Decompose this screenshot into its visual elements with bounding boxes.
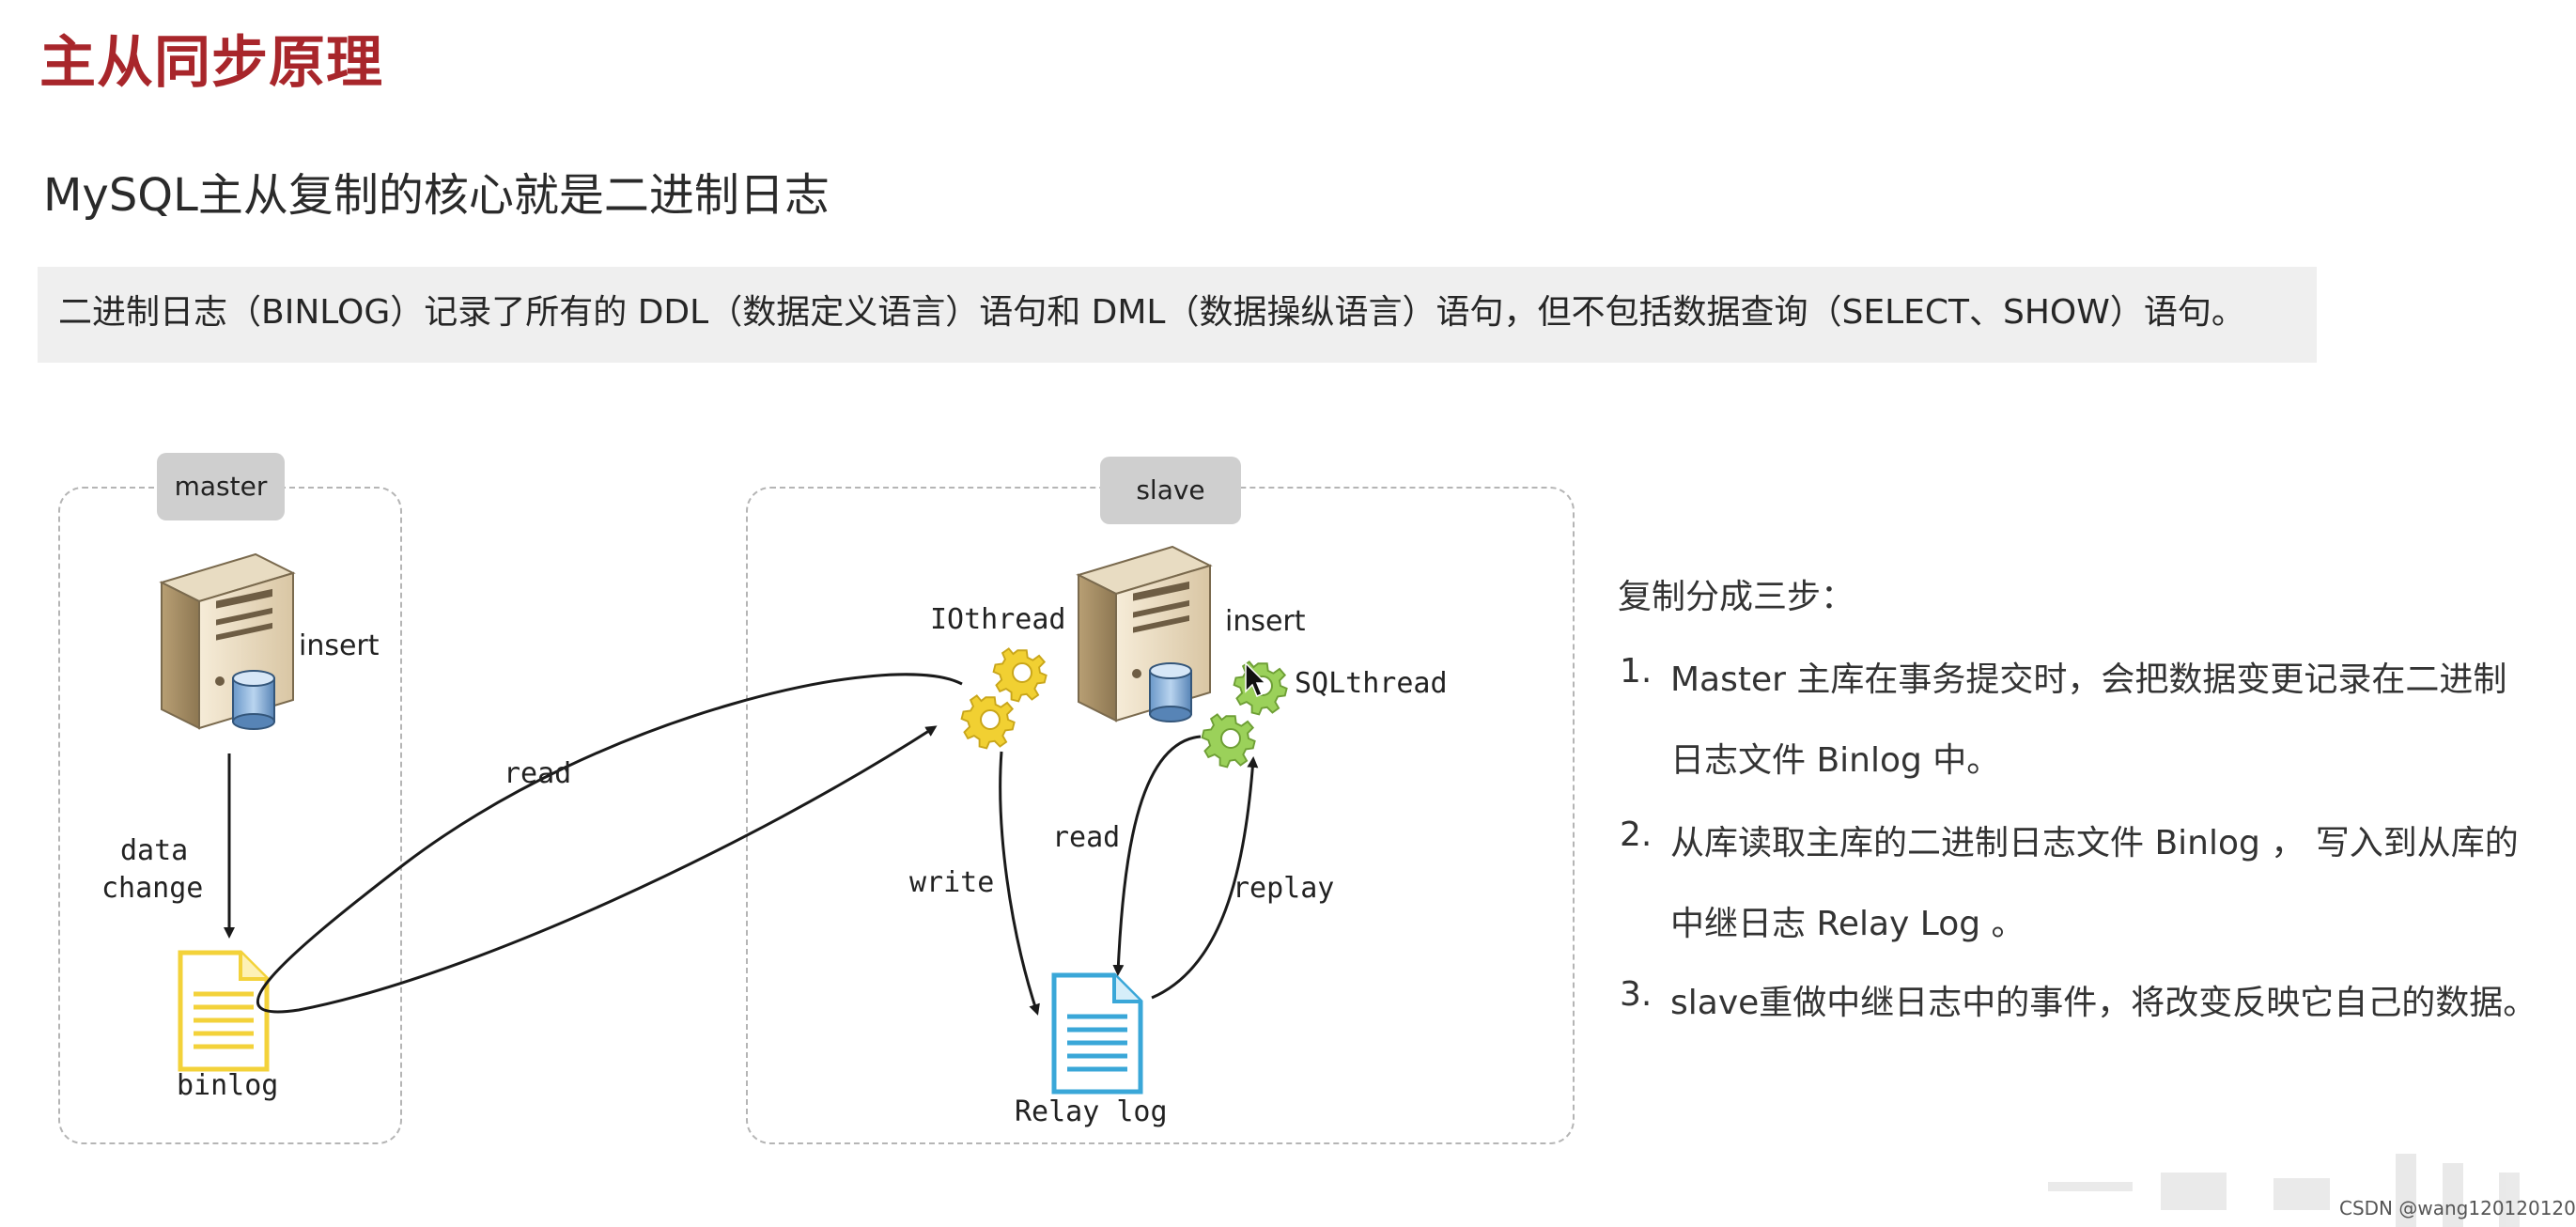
step-1-line2: 日志文件 Binlog 中。 [1670, 741, 2001, 780]
replay-label: replay [1233, 872, 1335, 905]
note-text: 二进制日志（BINLOG）记录了所有的 DDL（数据定义语言）语句和 DML（数… [58, 293, 2245, 332]
data-change-label-line2: change [101, 872, 204, 905]
steps-heading: 复制分成三步： [1618, 578, 1855, 616]
replay-arrow [1151, 756, 1259, 1000]
note-box [38, 267, 2317, 363]
write-label: write [909, 866, 995, 899]
data-change-label-line1: data [120, 834, 189, 867]
read-slave-label: read [1052, 821, 1121, 854]
iothread-label: IOthread [930, 603, 1066, 636]
slave-insert-label: insert [1225, 605, 1306, 638]
csdn-credit: CSDN @wang120120120 [2339, 1197, 2576, 1219]
master-tag: master [157, 453, 285, 520]
step-2-line2: 中继日志 Relay Log 。 [1670, 905, 2025, 943]
step-1-line1: Master 主库在事务提交时，会把数据变更记录在二进制 [1670, 660, 2507, 699]
iothread-gear-icon [960, 647, 1047, 750]
watermark-logo [2048, 1154, 2520, 1227]
relay-log-document-icon [1051, 972, 1143, 1095]
binlog-document-icon [178, 950, 270, 1072]
master-insert-label: insert [299, 629, 380, 662]
sqlthread-gear-icon [1201, 660, 1288, 769]
step-3-line1: slave重做中继日志中的事件，将改变反映它自己的数据。 [1670, 984, 2537, 1022]
step-2-number: 2. [1620, 815, 1653, 854]
slave-tag: slave [1100, 457, 1241, 524]
page-title: 主从同步原理 [39, 30, 383, 96]
write-arrow [999, 751, 1040, 1016]
binlog-label: binlog [177, 1069, 279, 1102]
step-1-number: 1. [1620, 652, 1653, 691]
read-relay-arrow [1112, 735, 1202, 976]
cursor-icon [1245, 661, 1267, 697]
subtitle: MySQL主从复制的核心就是二进制日志 [43, 169, 830, 222]
relay-log-label: Relay log [1015, 1095, 1168, 1128]
step-3-number: 3. [1620, 975, 1653, 1014]
step-2-line1: 从库读取主库的二进制日志文件 Binlog ， 写入到从库的 [1670, 824, 2519, 862]
master-server-icon [159, 552, 296, 730]
sqlthread-label: SQLthread [1295, 667, 1448, 700]
read-binlog-loop [256, 673, 963, 1014]
read-master-label: read [504, 757, 572, 790]
slave-server-icon [1076, 545, 1213, 722]
